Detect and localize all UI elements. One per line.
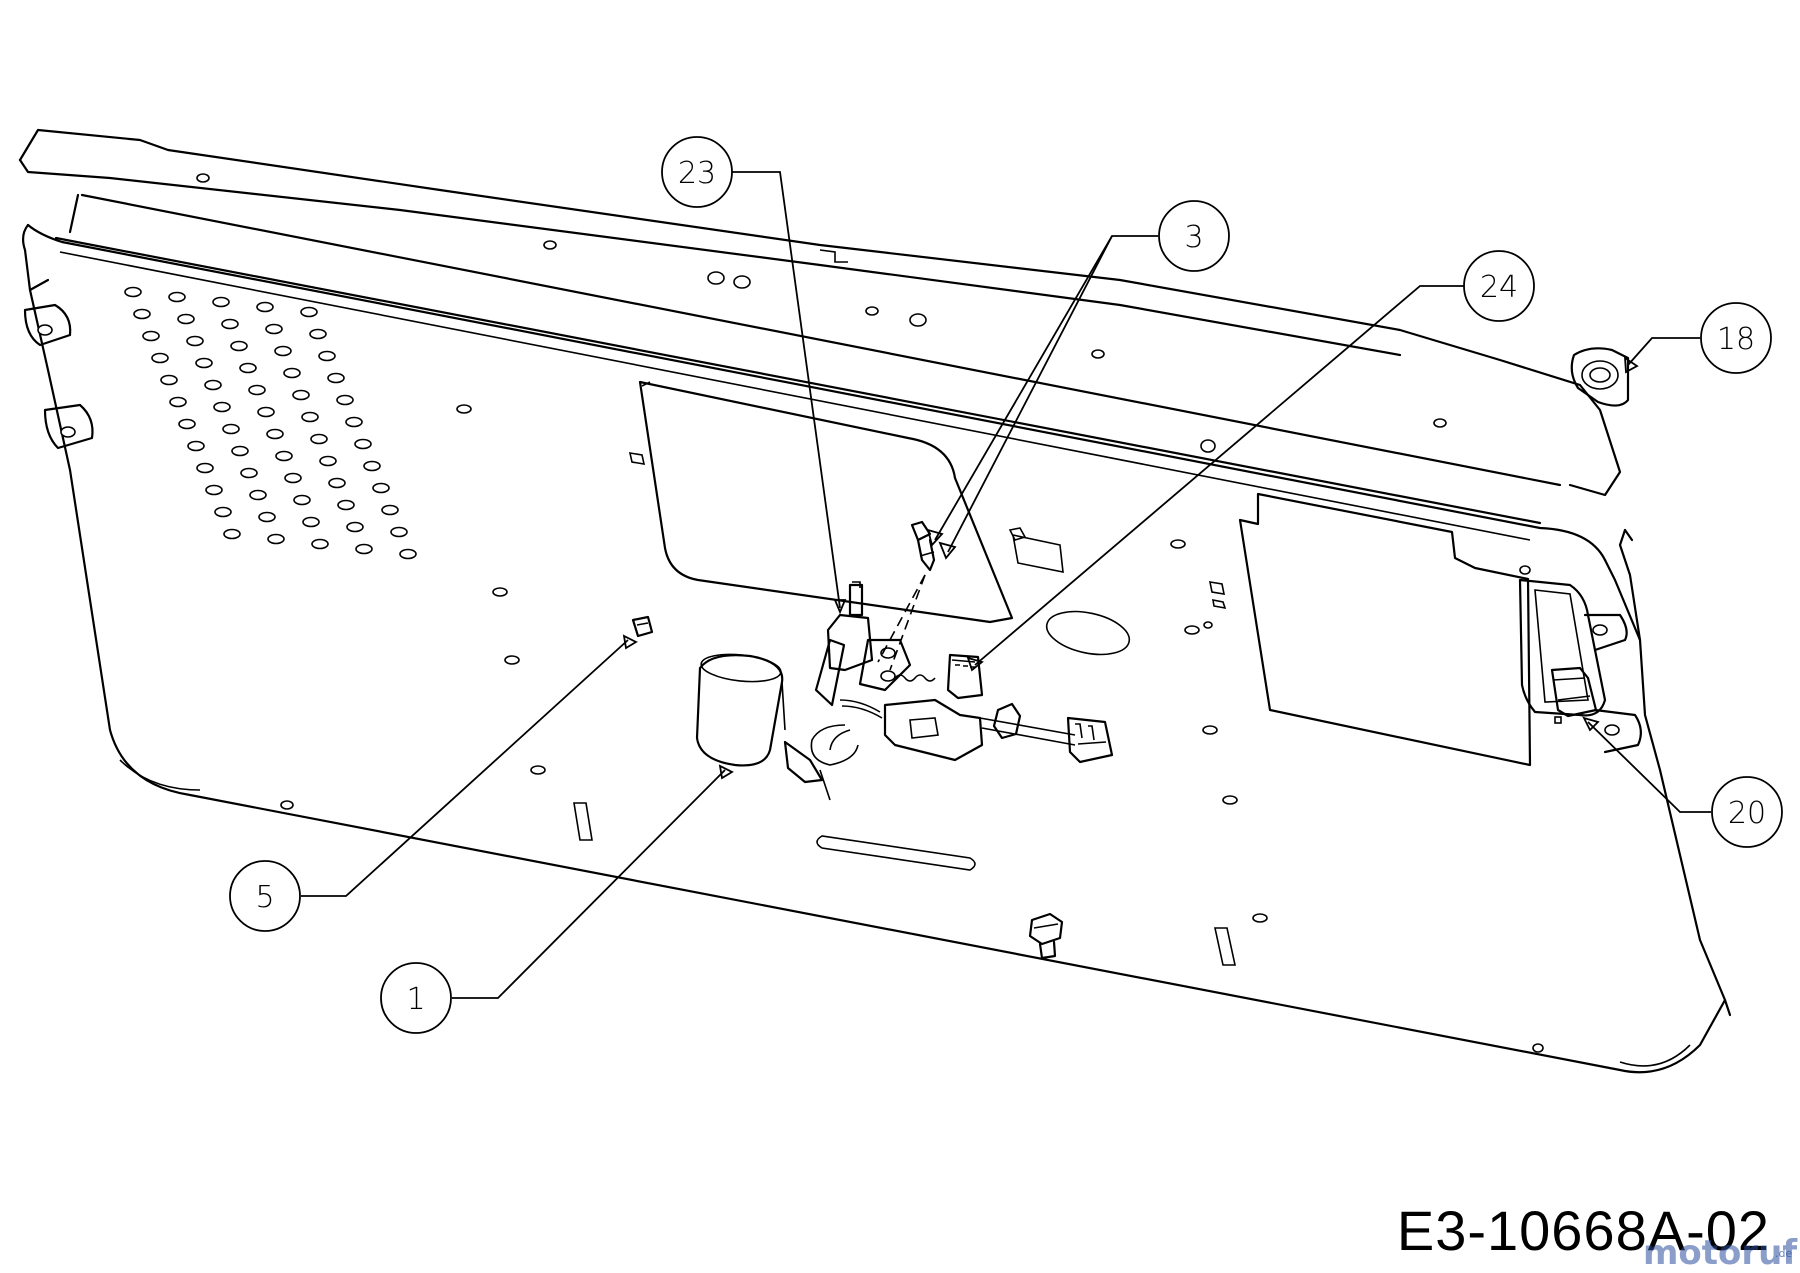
callout-3-label: 3	[1184, 220, 1203, 255]
vent-hole	[266, 428, 284, 440]
bumper-part-18	[1570, 347, 1630, 407]
vent-hole	[381, 504, 399, 516]
vent-hole	[274, 345, 292, 357]
vent-hole	[328, 477, 346, 489]
vent-hole	[142, 330, 160, 342]
vent-hole	[230, 340, 248, 352]
vent-hole	[178, 418, 196, 430]
vent-holes	[124, 286, 417, 560]
callout-3: 3	[1158, 200, 1230, 272]
drawing-code: E3-10668A-02	[1396, 1199, 1770, 1262]
vent-hole	[186, 335, 204, 347]
vent-hole	[258, 511, 276, 523]
vent-hole	[256, 301, 274, 313]
vent-hole	[169, 396, 187, 408]
vent-hole	[300, 306, 318, 318]
callout-24-label: 24	[1480, 270, 1518, 305]
vent-hole	[151, 352, 169, 364]
vent-hole	[283, 367, 301, 379]
callout-20-label: 20	[1728, 796, 1766, 831]
bottom-bolt	[1028, 912, 1064, 960]
vent-hole	[214, 506, 232, 518]
vent-hole	[319, 455, 337, 467]
vent-hole	[257, 406, 275, 418]
vent-hole	[327, 372, 345, 384]
vent-hole	[187, 440, 205, 452]
vent-hole	[248, 384, 266, 396]
vent-hole	[275, 450, 293, 462]
vent-hole	[355, 543, 373, 555]
vent-hole	[336, 394, 354, 406]
vent-hole	[301, 411, 319, 423]
vent-hole	[354, 438, 372, 450]
panel-recess-right	[1238, 492, 1532, 767]
mounting-holes	[196, 173, 1544, 1053]
panel-outline	[21, 223, 1732, 1074]
vent-hole	[363, 460, 381, 472]
callout-24: 24	[1463, 250, 1535, 322]
vent-hole	[345, 416, 363, 428]
vent-hole	[195, 357, 213, 369]
vent-hole	[390, 526, 408, 538]
vent-hole	[221, 318, 239, 330]
vent-hole	[399, 548, 417, 560]
callout-5-label: 5	[255, 880, 274, 915]
panel-recess-left	[638, 380, 1014, 624]
vent-hole	[249, 489, 267, 501]
callout-23-label: 23	[678, 156, 716, 191]
callout-5: 5	[229, 860, 301, 932]
vent-hole	[196, 462, 214, 474]
callout-23: 23	[661, 136, 733, 208]
vent-hole	[302, 516, 320, 528]
vent-hole	[267, 533, 285, 545]
callout-leaders	[301, 171, 1711, 999]
vent-hole	[265, 323, 283, 335]
panel-top-flange	[18, 128, 1622, 497]
vent-hole	[177, 313, 195, 325]
vent-hole	[124, 286, 142, 298]
vent-hole	[346, 521, 364, 533]
vent-hole	[160, 374, 178, 386]
vent-hole	[239, 362, 257, 374]
vent-hole	[292, 389, 310, 401]
right-hinge-bracket	[1518, 578, 1642, 754]
vent-hole	[223, 528, 241, 540]
callout-1-label: 1	[406, 982, 425, 1017]
vent-hole	[311, 538, 329, 550]
vent-hole	[133, 308, 151, 320]
vent-hole	[204, 379, 222, 391]
callout-18: 18	[1700, 302, 1772, 374]
switch-assembly	[810, 520, 1114, 766]
vent-hole	[309, 328, 327, 340]
callout-20: 20	[1711, 776, 1783, 848]
callout-18-label: 18	[1717, 322, 1755, 357]
small-part-5	[631, 615, 654, 638]
callout-1: 1	[380, 962, 452, 1034]
vent-hole	[372, 482, 390, 494]
capacitor-part-1	[695, 653, 831, 801]
vent-hole	[240, 467, 258, 479]
vent-hole	[318, 350, 336, 362]
vent-hole	[293, 494, 311, 506]
vent-hole	[213, 401, 231, 413]
vent-hole	[231, 445, 249, 457]
vent-hole	[337, 499, 355, 511]
vent-hole	[310, 433, 328, 445]
vent-hole	[168, 291, 186, 303]
watermark-logo: motoruf	[1643, 1233, 1798, 1273]
vent-hole	[212, 296, 230, 308]
watermark-domain: .de	[1775, 1247, 1793, 1260]
vent-hole	[284, 472, 302, 484]
vent-hole	[205, 484, 223, 496]
vent-hole	[222, 423, 240, 435]
